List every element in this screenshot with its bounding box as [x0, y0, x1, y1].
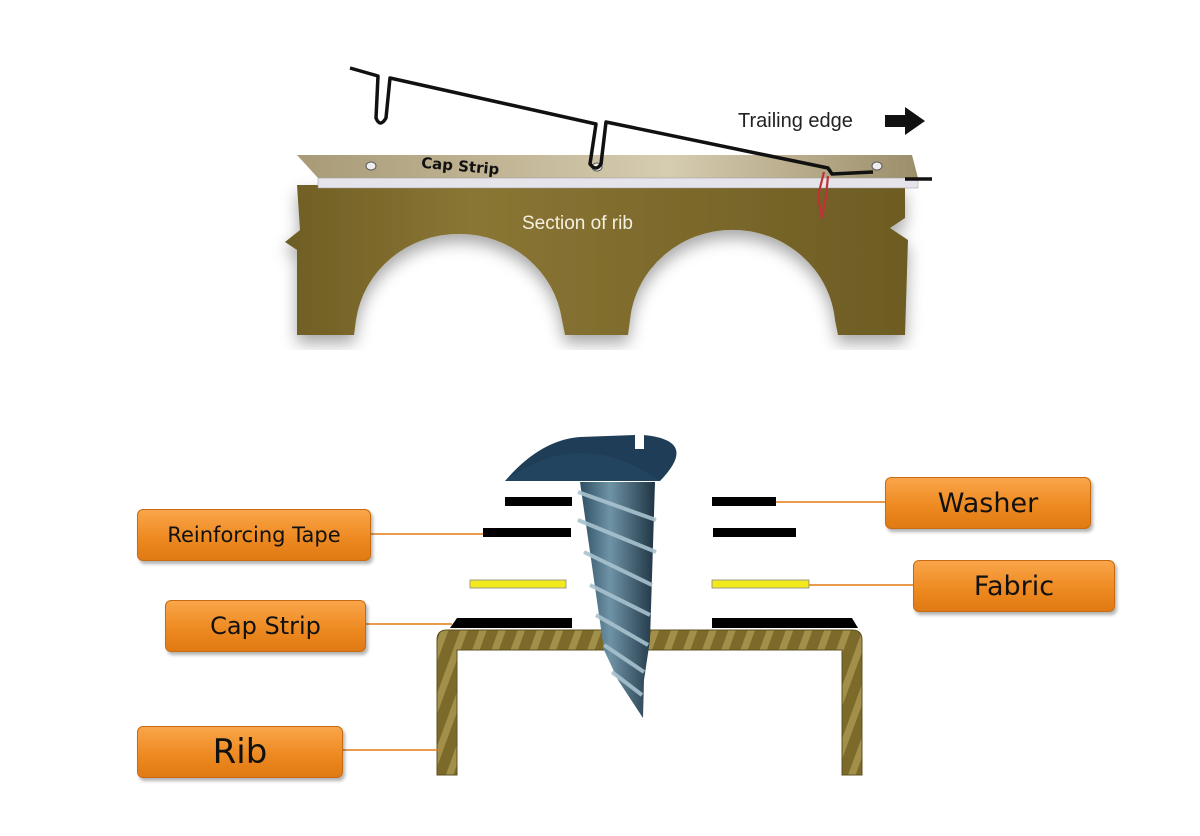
arrow-right-icon [885, 107, 925, 135]
rib-label: Rib [137, 726, 343, 778]
reinforcing-tape-label: Reinforcing Tape [137, 509, 371, 561]
screw-slot [635, 434, 644, 449]
cap-strip-layer [450, 618, 858, 628]
safety-wire [816, 171, 830, 219]
fabric-label: Fabric [913, 560, 1115, 612]
rivet-hole [365, 161, 377, 171]
spring-clip-wire [349, 66, 932, 181]
rib-channel [436, 629, 863, 776]
rib-section-label: Section of rib [522, 213, 633, 234]
rivet-hole [871, 161, 883, 171]
reinforcing-tape-layer [483, 528, 796, 537]
rib-section [285, 185, 908, 335]
washer-layer [505, 497, 776, 506]
leader-lines [342, 501, 914, 751]
fabric-layer [469, 579, 810, 589]
cap-strip-label-box: Cap Strip [165, 600, 366, 652]
cap-strip [297, 155, 919, 189]
trailing-edge-label: Trailing edge [738, 110, 853, 132]
screw [505, 434, 677, 718]
washer-label: Washer [885, 477, 1091, 529]
